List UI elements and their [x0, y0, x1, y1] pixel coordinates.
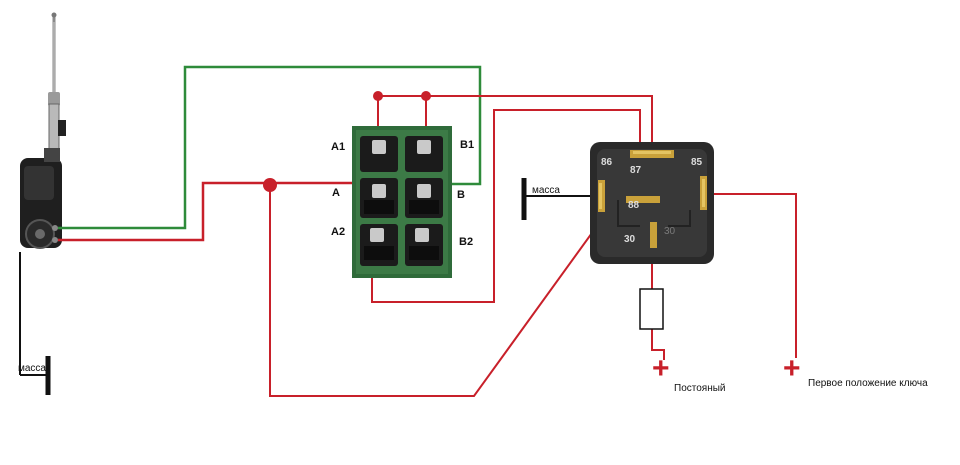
switch-pin-a2-label: A2 [331, 226, 345, 238]
junction-dot-b1 [421, 91, 431, 101]
fuse [639, 288, 664, 330]
ignition-key-terminal: + Первое положение ключа [783, 352, 928, 389]
red-wire-85-to-key [712, 193, 797, 358]
constant-plus-icon: + [652, 352, 670, 385]
key-plus-icon: + [783, 352, 801, 385]
relay-pin-85-label: 85 [691, 157, 703, 168]
relay-terminal-30 [650, 222, 657, 248]
green-wire-antenna-to-b [58, 65, 482, 230]
relay-ground-label: масса [532, 185, 560, 196]
antenna-ground: масса [18, 252, 51, 395]
relay-pin-87-label: 87 [630, 165, 642, 176]
relay [590, 142, 714, 264]
red-wire-fuse-to-plus [651, 329, 665, 360]
junction-dot-main [263, 178, 277, 192]
constant-power-terminal: + Постояный [652, 352, 726, 394]
switch-pin-a-label: A [332, 187, 340, 199]
red-wire-antenna-to-a [58, 181, 362, 242]
relay-terminal-88 [626, 196, 660, 203]
antenna-ground-label: масса [18, 363, 46, 374]
switch-pin-b2-label: B2 [459, 236, 473, 248]
junction-dot-a1 [373, 91, 383, 101]
relay-ground: масса [521, 178, 560, 220]
key-position-label: Первое положение ключа [808, 378, 928, 389]
relay-pin-88-label: 88 [628, 200, 640, 211]
power-antenna [20, 12, 66, 249]
switch-pin-a1-label: A1 [331, 141, 345, 153]
switch-pin-b1-label: B1 [460, 139, 474, 151]
relay-pin-30-body-label: 30 [664, 226, 676, 237]
switch-pin-b-label: B [457, 189, 465, 201]
red-wire-a1-b1-bridge [377, 95, 653, 155]
relay-pin-30-label: 30 [624, 234, 636, 245]
rocker-switch [352, 126, 452, 278]
relay-pin-86-label: 86 [601, 157, 613, 168]
constant-power-label: Постояный [674, 383, 726, 394]
